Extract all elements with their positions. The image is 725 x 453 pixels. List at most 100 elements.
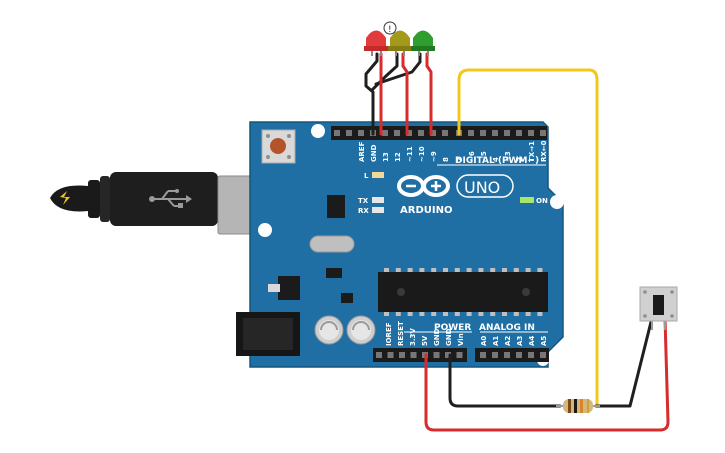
pin-hole[interactable] [468,130,474,136]
pin-hole[interactable] [334,130,340,136]
pin-hole[interactable] [387,352,394,358]
arduino-logo [397,175,450,197]
mounting-hole [258,223,272,237]
pin-hole[interactable] [516,130,522,136]
pin-hole[interactable] [540,352,546,358]
wire-yellow-pin7-button [457,68,599,407]
led-l-label: L [364,172,369,180]
pin-hole[interactable] [528,352,534,358]
pin-hole[interactable] [504,352,510,358]
wire-red-5v-button [424,316,670,432]
pin-hole[interactable] [394,130,400,136]
digital-pin-label: GND [370,144,378,162]
pin-hole[interactable] [504,130,510,136]
small-ic [326,268,342,278]
led-l-indicator [372,172,384,178]
analog-header-strip [475,348,549,362]
pin-hole[interactable] [410,352,417,358]
pin-hole[interactable] [430,130,436,136]
digital-pin-label: ~10 [418,146,426,162]
capacitor [346,315,376,345]
pin-hole[interactable] [399,352,405,358]
arduino-brand-text: ARDUINO [400,205,452,216]
resistor[interactable] [556,399,600,413]
digital-header-strip [331,126,547,140]
capacitor [314,315,344,345]
tx-label: TX [358,197,369,205]
pin-hole[interactable] [516,352,522,358]
led-green[interactable] [411,30,435,57]
digital-pin-label: 4 [492,157,500,162]
pin-hole[interactable] [376,352,382,358]
digital-pin-label: ~3 [504,151,512,162]
analog-pin-label: A0 [480,336,488,346]
digital-pin-label: ~11 [406,146,414,162]
pin-hole[interactable] [406,130,412,136]
power-pin-label: Vin [457,333,465,346]
analog-pin-label: A1 [492,336,500,346]
digital-pin-label: 7 [456,157,464,162]
power-pin-label: RESET [397,321,405,346]
pin-hole[interactable] [528,130,534,136]
digital-pin-label: ~9 [430,151,438,162]
pin-hole[interactable] [433,352,440,358]
analog-pin-label: A3 [516,336,524,346]
digital-pin-label: 2 [516,157,524,162]
wire-black-led-gnd [374,52,422,86]
power-pin-label: GND [433,328,441,346]
uno-text: UNO [464,178,500,197]
wire-red-led-pin11 [401,52,409,136]
pin-hole[interactable] [442,130,448,136]
digital-pin-label: 13 [382,152,390,162]
warning-badge-text: ! [388,25,392,35]
analog-header-label: ANALOG IN [479,323,535,333]
digital-pin-label: AREF [358,141,366,162]
transistor-tab [268,284,280,292]
wire-black-gnd-resistor [448,353,562,408]
analog-pin-label: A5 [540,336,548,346]
wires [364,52,670,432]
wire-black-led-gnd [364,52,379,136]
rx-label: RX [358,207,369,215]
warning-icon[interactable]: ! [383,21,397,35]
pin-hole[interactable] [540,130,546,136]
power-pin-label: IOREF [385,322,393,346]
rx-led [372,207,384,213]
atmega-microcontroller [378,268,548,316]
pin-hole[interactable] [492,352,498,358]
power-pin-label: 3.3V [409,328,417,346]
mounting-hole [311,124,325,138]
tx-led [372,197,384,203]
digital-pin-label: 12 [394,152,402,162]
digital-pin-label: TX→1 [528,141,536,162]
pin-hole[interactable] [445,352,451,358]
power-pin-label: GND [445,328,453,346]
crystal-oscillator [309,235,355,253]
pin-hole[interactable] [480,130,486,136]
digital-pin-label: ~5 [480,151,488,162]
led-yellow[interactable] [388,30,412,57]
pin-hole[interactable] [480,352,486,358]
mounting-hole [550,195,564,209]
power-header-label: POWER [434,323,471,333]
pin-hole[interactable] [382,130,388,136]
wire-red-led-pin9 [425,52,433,136]
transistor [278,276,300,300]
wire-black-resistor-button [594,316,654,408]
on-label: ON [536,197,548,205]
pin-hole[interactable] [358,130,364,136]
led-red[interactable] [364,30,388,57]
voltage-regulator [327,195,345,218]
pin-hole[interactable] [456,352,463,358]
pushbutton[interactable] [639,286,678,330]
power-header-strip [373,348,467,362]
pin-hole[interactable] [492,130,498,136]
pin-hole[interactable] [346,130,352,136]
digital-pin-label: 8 [442,157,450,162]
pin-hole[interactable] [418,130,424,136]
reset-button[interactable] [261,129,296,164]
digital-header-label: DIGITAL (PWM~) [455,156,539,166]
digital-pin-label: ~6 [468,151,476,162]
